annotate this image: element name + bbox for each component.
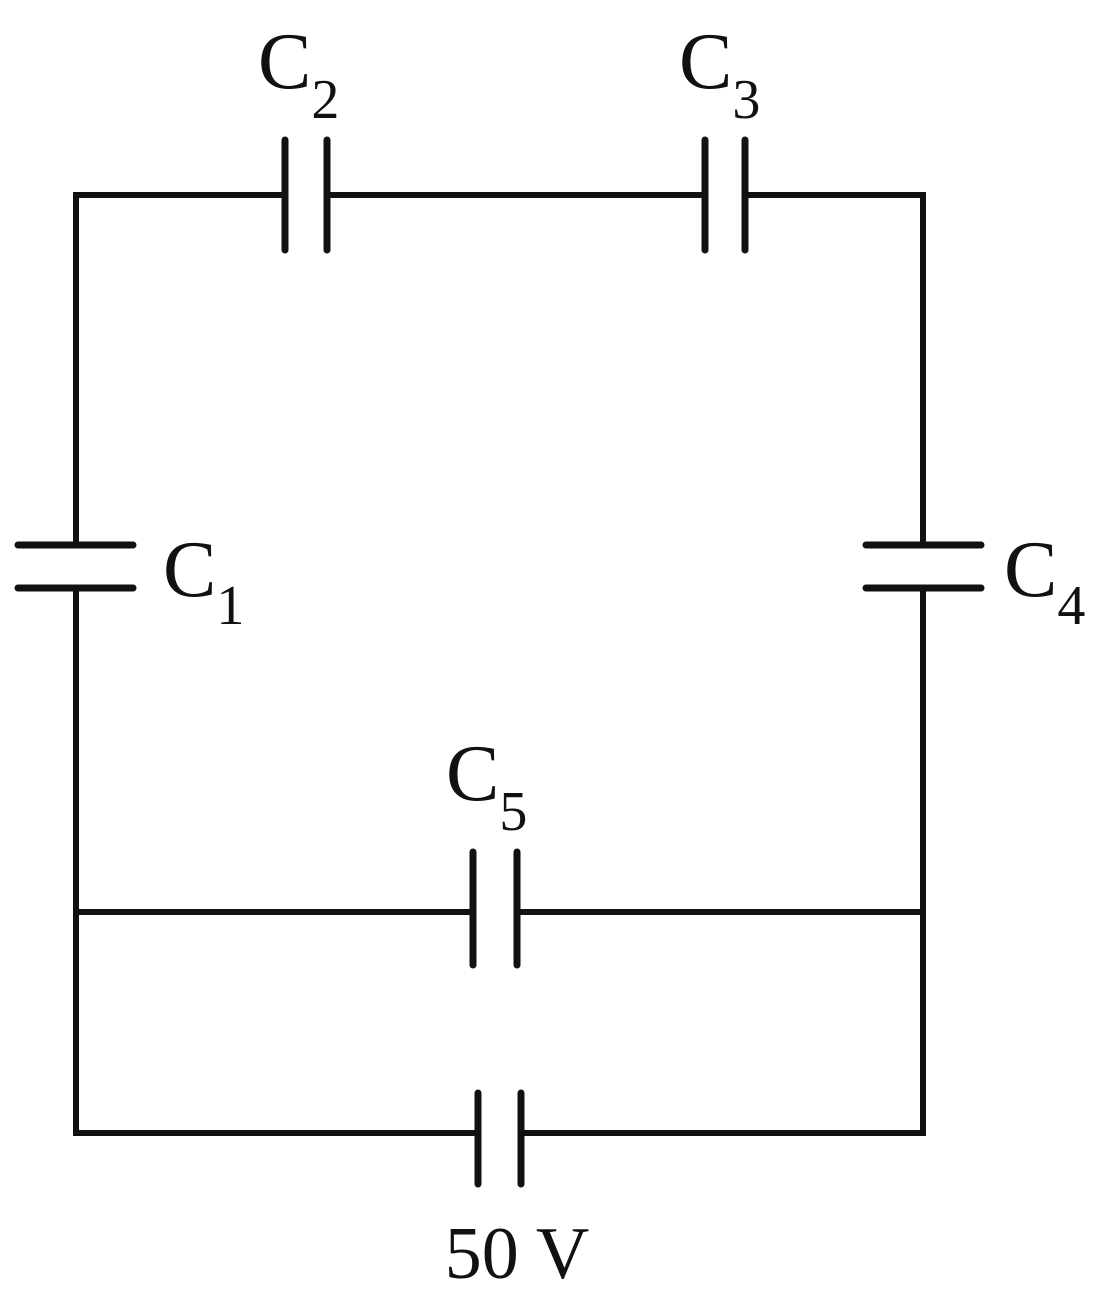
voltage-source: 50 V — [445, 1089, 590, 1295]
voltage-source-label: 50 V — [445, 1213, 590, 1295]
capacitor-c3-label: C3 — [679, 18, 760, 131]
capacitor-c1-label: C1 — [163, 526, 244, 637]
capacitor-c2: C2 — [258, 18, 339, 254]
capacitor-c2-label: C2 — [258, 18, 339, 131]
capacitor-c5: C5 — [446, 730, 527, 969]
capacitor-c1: C1 — [14, 526, 244, 637]
capacitor-c3: C3 — [679, 18, 760, 254]
capacitor-c4-label: C4 — [1004, 526, 1085, 637]
capacitor-c5-label: C5 — [446, 730, 527, 843]
capacitor-c4: C4 — [862, 526, 1085, 637]
wires — [73, 192, 926, 1136]
